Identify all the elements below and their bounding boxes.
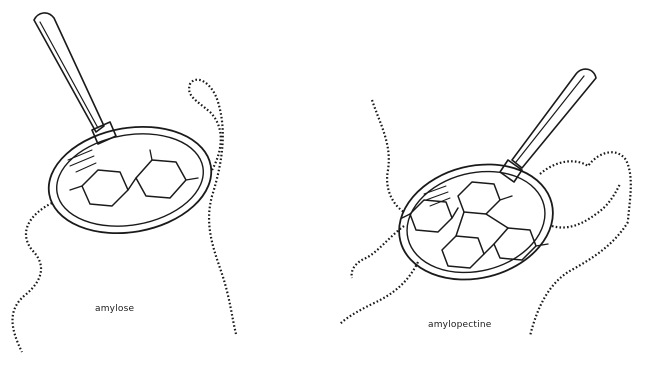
amylopectine-chain-left	[352, 226, 404, 278]
amylose-illustration	[13, 13, 237, 352]
amylopectine-label: amylopectine	[428, 320, 491, 330]
magnifying-glass-icon	[387, 69, 596, 295]
amylose-chain-left	[13, 203, 53, 352]
amylopectine-chain-top-left	[372, 100, 404, 212]
magnifying-glass-icon	[34, 13, 220, 246]
amylose-label: amylose	[95, 304, 134, 314]
amylopectine-illustration	[340, 69, 631, 336]
amylopectine-chain-right	[552, 184, 620, 228]
amylose-chain-right	[189, 80, 236, 334]
